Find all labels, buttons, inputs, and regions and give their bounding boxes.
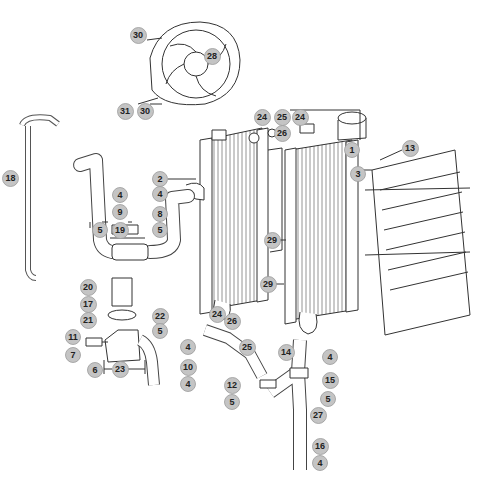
callout-label: 31 bbox=[117, 103, 134, 120]
callout-number: 27 bbox=[310, 407, 327, 424]
callout-label: 4 bbox=[180, 376, 196, 392]
callout-label: 19 bbox=[112, 222, 129, 239]
callout-number: 29 bbox=[260, 276, 277, 293]
callout-number: 4 bbox=[180, 339, 196, 355]
callout-number: 12 bbox=[224, 377, 241, 394]
callout-label: 4 bbox=[312, 455, 328, 471]
callout-label: 12 bbox=[224, 377, 241, 394]
callout-label: 26 bbox=[224, 313, 241, 330]
callout-number: 28 bbox=[204, 48, 221, 65]
callout-label: 25 bbox=[274, 109, 291, 126]
callout-number: 24 bbox=[209, 306, 226, 323]
callout-number: 5 bbox=[92, 222, 108, 238]
callout-label: 8 bbox=[152, 206, 168, 222]
callout-label: 7 bbox=[65, 347, 81, 363]
callout-label: 9 bbox=[112, 204, 128, 220]
callout-number: 4 bbox=[112, 187, 128, 203]
callout-number: 5 bbox=[320, 391, 336, 407]
callout-label: 24 bbox=[209, 306, 226, 323]
callout-number: 5 bbox=[152, 222, 168, 238]
callout-number: 6 bbox=[87, 362, 103, 378]
overflow-hose bbox=[22, 117, 58, 278]
callout-number: 26 bbox=[224, 313, 241, 330]
callout-label: 5 bbox=[320, 391, 336, 407]
callout-label: 30 bbox=[130, 27, 147, 44]
callout-number: 29 bbox=[264, 232, 281, 249]
callout-label: 22 bbox=[152, 308, 169, 325]
callout-label: 10 bbox=[180, 359, 197, 376]
callout-label: 5 bbox=[224, 394, 240, 410]
callout-number: 14 bbox=[278, 344, 295, 361]
callout-number: 7 bbox=[65, 347, 81, 363]
callout-label: 6 bbox=[87, 362, 103, 378]
left-radiator bbox=[186, 128, 282, 320]
callout-label: 29 bbox=[260, 276, 277, 293]
callout-number: 4 bbox=[322, 349, 338, 365]
callout-number: 3 bbox=[350, 166, 366, 182]
callout-label: 5 bbox=[152, 323, 168, 339]
callout-number: 17 bbox=[80, 296, 97, 313]
callout-number: 15 bbox=[322, 372, 339, 389]
callout-number: 21 bbox=[80, 312, 97, 329]
callout-label: 4 bbox=[180, 339, 196, 355]
callout-label: 11 bbox=[65, 329, 81, 345]
callout-label: 23 bbox=[112, 361, 129, 378]
callout-number: 16 bbox=[312, 438, 329, 455]
callout-label: 5 bbox=[92, 222, 108, 238]
callout-number: 9 bbox=[112, 204, 128, 220]
callout-number: 1 bbox=[344, 142, 360, 158]
callout-number: 20 bbox=[80, 279, 97, 296]
callout-number: 30 bbox=[137, 103, 154, 120]
callout-label: 2 bbox=[152, 171, 168, 187]
callout-label: 4 bbox=[152, 186, 168, 202]
callout-label: 1 bbox=[344, 142, 360, 158]
callout-label: 21 bbox=[80, 312, 97, 329]
radiator-guard bbox=[360, 150, 470, 335]
callout-number: 4 bbox=[312, 455, 328, 471]
callout-label: 18 bbox=[2, 170, 19, 187]
callout-number: 5 bbox=[224, 394, 240, 410]
callout-label: 5 bbox=[152, 222, 168, 238]
callout-number: 4 bbox=[152, 186, 168, 202]
callout-label: 30 bbox=[137, 103, 154, 120]
callout-number: 25 bbox=[274, 109, 291, 126]
callout-label: 4 bbox=[112, 187, 128, 203]
callout-label: 28 bbox=[204, 48, 221, 65]
callout-number: 24 bbox=[292, 109, 309, 126]
callout-label: 24 bbox=[292, 109, 309, 126]
callout-label: 26 bbox=[274, 125, 291, 142]
callout-label: 14 bbox=[278, 344, 295, 361]
callout-label: 27 bbox=[310, 407, 327, 424]
callout-label: 13 bbox=[402, 140, 419, 157]
callout-number: 19 bbox=[112, 222, 129, 239]
callout-number: 25 bbox=[239, 339, 256, 356]
callout-label: 3 bbox=[350, 166, 366, 182]
callout-label: 25 bbox=[239, 339, 256, 356]
fan-assembly bbox=[138, 22, 240, 105]
callout-label: 17 bbox=[80, 296, 97, 313]
callout-label: 20 bbox=[80, 279, 97, 296]
callout-label: 15 bbox=[322, 372, 339, 389]
callout-number: 22 bbox=[152, 308, 169, 325]
callout-label: 4 bbox=[322, 349, 338, 365]
callout-number: 11 bbox=[65, 329, 81, 345]
callout-number: 5 bbox=[152, 323, 168, 339]
callout-number: 31 bbox=[117, 103, 134, 120]
callout-number: 4 bbox=[180, 376, 196, 392]
callout-number: 2 bbox=[152, 171, 168, 187]
callout-label: 16 bbox=[312, 438, 329, 455]
callout-number: 13 bbox=[402, 140, 419, 157]
callout-number: 24 bbox=[254, 109, 271, 126]
callout-number: 10 bbox=[180, 359, 197, 376]
callout-number: 26 bbox=[274, 125, 291, 142]
callout-number: 23 bbox=[112, 361, 129, 378]
callout-label: 24 bbox=[254, 109, 271, 126]
callout-number: 30 bbox=[130, 27, 147, 44]
callout-number: 18 bbox=[2, 170, 19, 187]
callout-number: 8 bbox=[152, 206, 168, 222]
right-radiator bbox=[285, 112, 366, 334]
callout-label: 29 bbox=[264, 232, 281, 249]
